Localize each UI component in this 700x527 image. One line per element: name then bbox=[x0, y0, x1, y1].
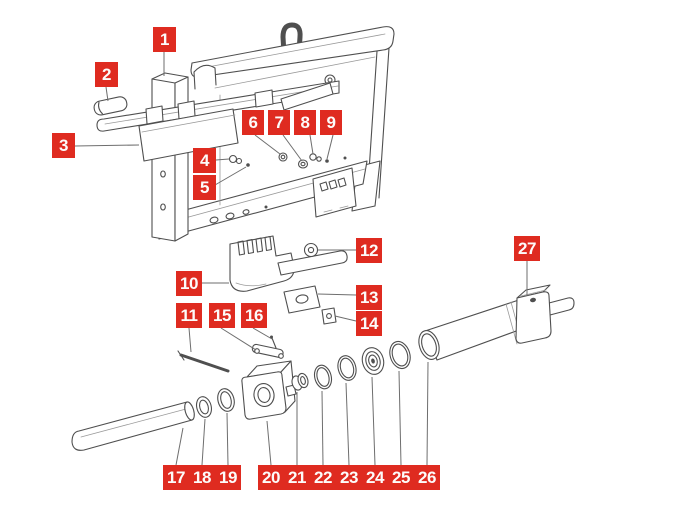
leader-line-23 bbox=[345, 382, 350, 466]
leader-line-20 bbox=[266, 420, 272, 466]
leader-line-16 bbox=[252, 327, 273, 340]
cylinder-parts-art bbox=[71, 340, 411, 451]
part-label-4[interactable]: 4 bbox=[193, 148, 216, 173]
leader-line-6 bbox=[254, 134, 281, 155]
cylinder-barrel-art bbox=[418, 284, 575, 361]
part-label-19[interactable]: 19 bbox=[215, 465, 241, 490]
part-label-14[interactable]: 14 bbox=[356, 311, 382, 336]
part-label-20[interactable]: 20 bbox=[258, 465, 284, 490]
leader-line-9 bbox=[326, 134, 334, 160]
leader-line-19 bbox=[226, 412, 229, 466]
frame-assembly-art bbox=[151, 22, 395, 242]
nut-12-art bbox=[303, 242, 319, 258]
leader-line-11 bbox=[188, 327, 192, 353]
part-label-17[interactable]: 17 bbox=[163, 465, 189, 490]
small-parts-art bbox=[177, 242, 337, 373]
leader-line-14 bbox=[334, 315, 357, 322]
leader-line-25 bbox=[398, 370, 402, 466]
latch-plate-art bbox=[312, 167, 357, 218]
part-label-16[interactable]: 16 bbox=[241, 303, 267, 328]
part-label-2[interactable]: 2 bbox=[95, 62, 118, 87]
part-label-6[interactable]: 6 bbox=[242, 110, 264, 135]
latch-bracket-art bbox=[229, 235, 348, 292]
leader-line-8 bbox=[309, 134, 314, 155]
leader-line-26 bbox=[426, 361, 429, 466]
leader-line-24 bbox=[371, 376, 376, 466]
lifting-eye-art bbox=[280, 22, 303, 57]
pin-16-art bbox=[271, 337, 277, 349]
part-label-8[interactable]: 8 bbox=[294, 110, 316, 135]
part-label-9[interactable]: 9 bbox=[320, 110, 342, 135]
part-label-3[interactable]: 3 bbox=[52, 133, 75, 158]
support-bracket-art bbox=[138, 108, 239, 162]
drawbar-art bbox=[93, 80, 340, 162]
leader-line-2 bbox=[105, 86, 109, 102]
clamp-art bbox=[93, 96, 128, 116]
part-label-7[interactable]: 7 bbox=[268, 110, 290, 135]
part-label-25[interactable]: 25 bbox=[388, 465, 414, 490]
part-label-12[interactable]: 12 bbox=[356, 238, 382, 263]
part-label-27[interactable]: 27 bbox=[514, 236, 540, 261]
fasteners-art bbox=[228, 152, 329, 169]
pin-11-art bbox=[179, 353, 230, 373]
leader-line-22 bbox=[321, 390, 324, 466]
leader-line-17 bbox=[175, 427, 184, 466]
leader-line-5 bbox=[214, 166, 247, 186]
plate-13-art bbox=[283, 285, 321, 314]
leader-line-4 bbox=[215, 158, 230, 161]
part-label-21[interactable]: 21 bbox=[284, 465, 310, 490]
leader-line-18 bbox=[201, 418, 206, 466]
rod-17-art bbox=[71, 401, 193, 451]
part-label-15[interactable]: 15 bbox=[209, 303, 235, 328]
leader-line-15 bbox=[220, 327, 257, 351]
part-label-22[interactable]: 22 bbox=[310, 465, 336, 490]
part-label-5[interactable]: 5 bbox=[193, 175, 216, 200]
part-label-13[interactable]: 13 bbox=[356, 285, 382, 310]
part-label-10[interactable]: 10 bbox=[176, 271, 202, 296]
leader-line-7 bbox=[282, 134, 303, 162]
part-label-23[interactable]: 23 bbox=[336, 465, 362, 490]
leader-line-13 bbox=[317, 293, 357, 296]
part-label-18[interactable]: 18 bbox=[189, 465, 215, 490]
part-label-11[interactable]: 11 bbox=[176, 303, 202, 328]
cylinder-head-27-art bbox=[515, 291, 552, 344]
leader-line-3 bbox=[74, 144, 140, 147]
part-label-26[interactable]: 26 bbox=[414, 465, 440, 490]
part-label-24[interactable]: 24 bbox=[362, 465, 388, 490]
part-label-1[interactable]: 1 bbox=[153, 27, 176, 52]
bushing-14-art bbox=[321, 307, 337, 325]
